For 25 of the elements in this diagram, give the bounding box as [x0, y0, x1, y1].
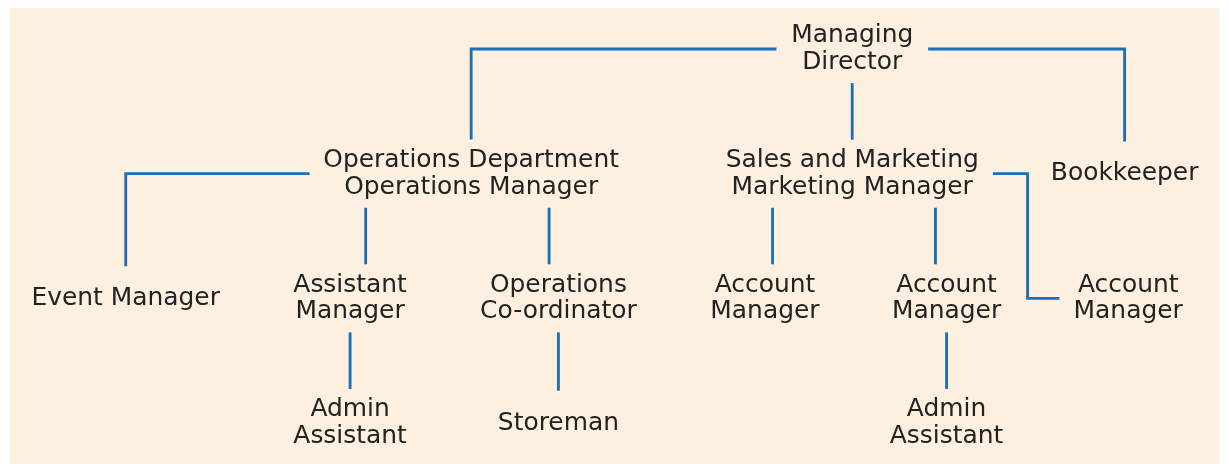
node-text: Admin Assistant	[889, 393, 1004, 449]
connector	[934, 207, 937, 265]
node-text: Account Manager	[710, 268, 820, 325]
connector	[992, 172, 1060, 300]
node-text: Account Manager	[1073, 268, 1183, 325]
connector	[124, 172, 310, 267]
connector	[547, 207, 551, 265]
node-text: Bookkeeper	[1050, 157, 1199, 187]
connector	[364, 207, 368, 265]
node-text: Admin Assistant	[293, 393, 407, 449]
connector	[850, 83, 854, 140]
node-text: Managing Director	[791, 19, 914, 75]
connector	[557, 332, 560, 391]
node-text: Sales and Marketing Marketing Manager	[725, 143, 979, 200]
connector	[928, 47, 1127, 142]
connector	[348, 332, 352, 389]
node-text: Storeman	[497, 406, 619, 436]
node-text: Operations Co-ordinator	[480, 268, 637, 325]
node-text: Operations Department Operations Manager	[323, 143, 619, 200]
connector	[469, 47, 777, 140]
connector	[945, 332, 948, 389]
connector	[771, 207, 774, 265]
node-text: Assistant Manager	[293, 268, 407, 325]
node-text: Account Manager	[891, 268, 1002, 325]
node-text: Event Manager	[31, 281, 220, 311]
